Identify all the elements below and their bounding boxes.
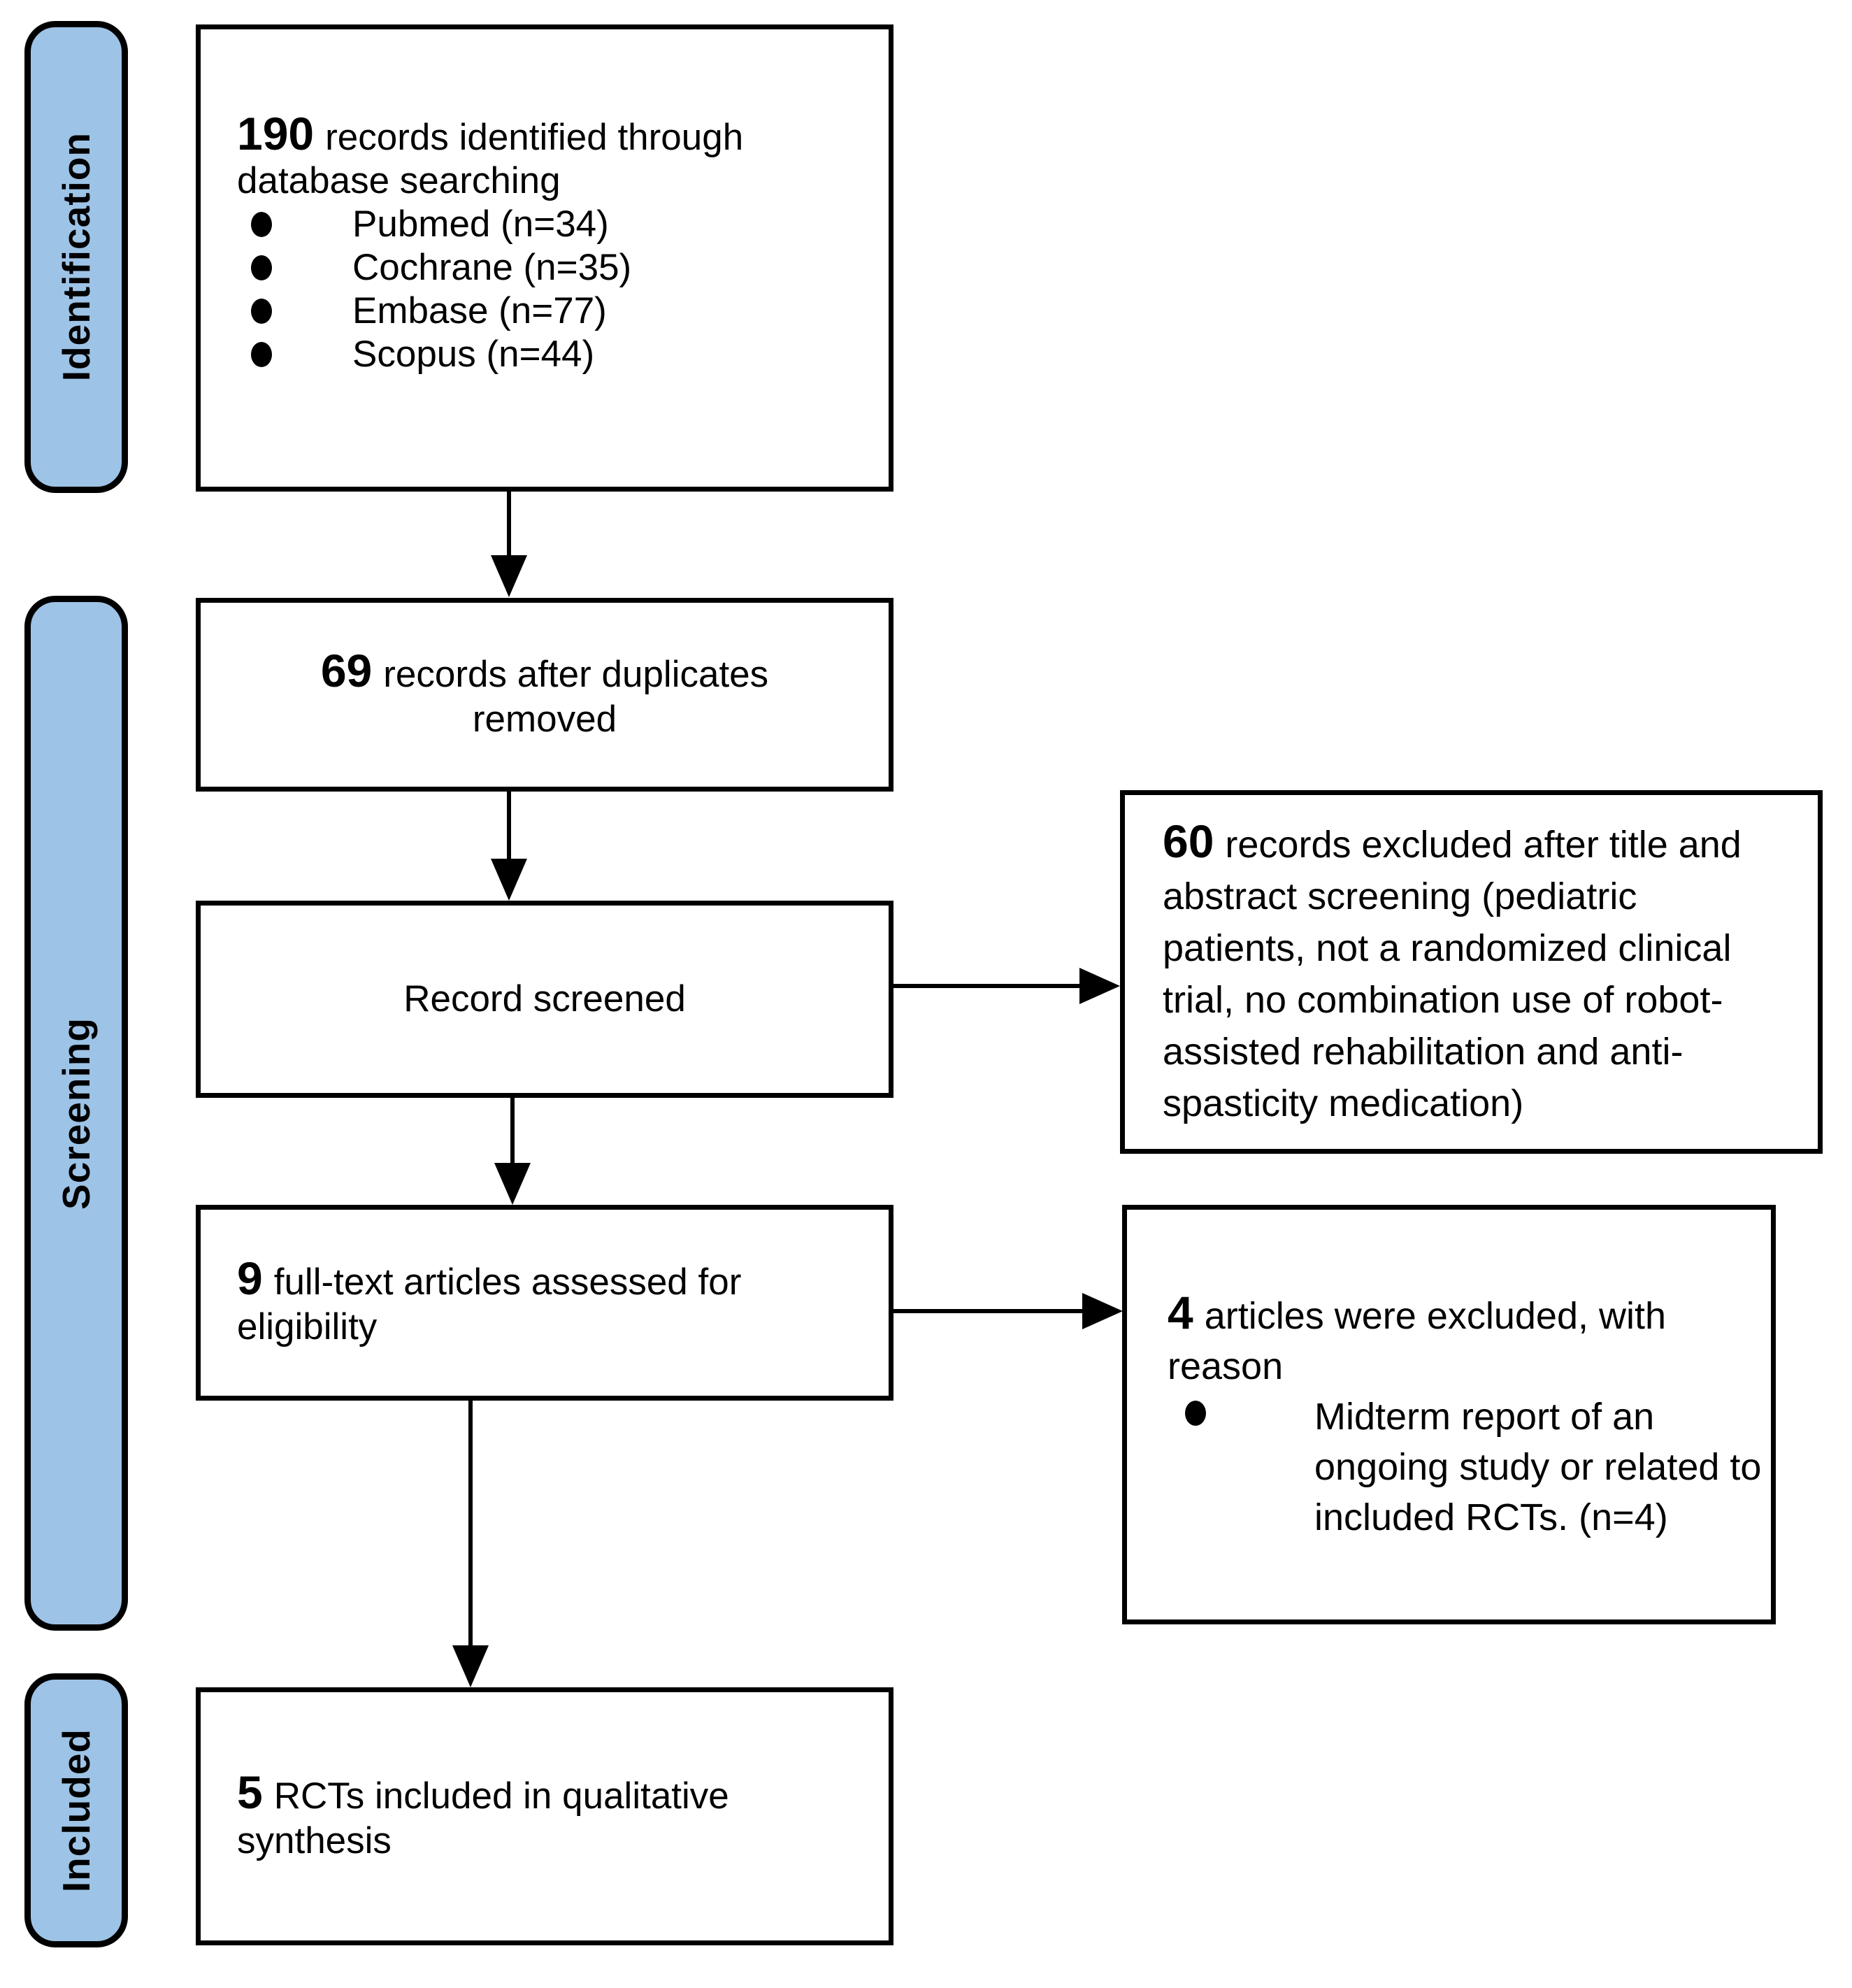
stage-label-included-text: Included: [55, 1728, 98, 1893]
records-screened-text: Record screened: [403, 978, 686, 1020]
stage-label-screening: Screening: [24, 596, 128, 1631]
bullet-text: Midterm report of an ongoing study or re…: [1314, 1395, 1762, 1538]
box-records-screened: Record screened: [196, 901, 893, 1098]
bullet-icon: [251, 342, 272, 367]
excluded-title-abstract-count: 60: [1163, 815, 1214, 867]
records-after-duplicates-count: 69: [320, 644, 373, 696]
list-item: Pubmed (n=34): [251, 203, 819, 246]
bullet-icon: [251, 255, 272, 280]
stage-label-identification-text: Identification: [55, 132, 98, 382]
arrow-head-down-icon: [452, 1645, 489, 1687]
arrow-fulltext-to-excluded: [892, 1309, 1084, 1313]
arrow-head-right-icon: [1082, 1293, 1123, 1329]
arrow-fulltext-to-included: [468, 1399, 473, 1648]
bullet-text: Embase (n=77): [352, 290, 607, 331]
stage-label-identification: Identification: [24, 21, 128, 493]
bullet-icon: [1185, 1400, 1206, 1426]
arrow-head-down-icon: [491, 555, 527, 597]
rcts-included-count: 5: [237, 1766, 263, 1818]
arrow-duplicates-to-screened: [507, 790, 511, 861]
records-identified-count: 190: [237, 108, 315, 159]
list-item: Cochrane (n=35): [251, 246, 819, 289]
bullet-text: Cochrane (n=35): [352, 247, 632, 288]
arrow-head-down-icon: [494, 1163, 531, 1205]
arrow-head-right-icon: [1079, 968, 1120, 1004]
list-item: Midterm report of an ongoing study or re…: [1185, 1392, 1761, 1543]
stage-label-screening-text: Screening: [55, 1017, 98, 1210]
arrow-screened-to-fulltext: [510, 1096, 515, 1166]
arrow-screened-to-excluded: [892, 984, 1081, 988]
arrow-identified-to-duplicates: [507, 489, 511, 558]
excluded-fulltext-count: 4: [1168, 1286, 1193, 1338]
bullet-text: Pubmed (n=34): [352, 203, 609, 245]
list-item: Scopus (n=44): [251, 333, 819, 376]
list-item: Embase (n=77): [251, 289, 819, 333]
bullet-icon: [251, 212, 272, 237]
arrow-head-down-icon: [491, 859, 527, 901]
stage-label-included: Included: [24, 1673, 128, 1947]
bullet-text: Scopus (n=44): [352, 334, 595, 375]
bullet-icon: [251, 299, 272, 324]
fulltext-assessed-count: 9: [237, 1252, 263, 1304]
